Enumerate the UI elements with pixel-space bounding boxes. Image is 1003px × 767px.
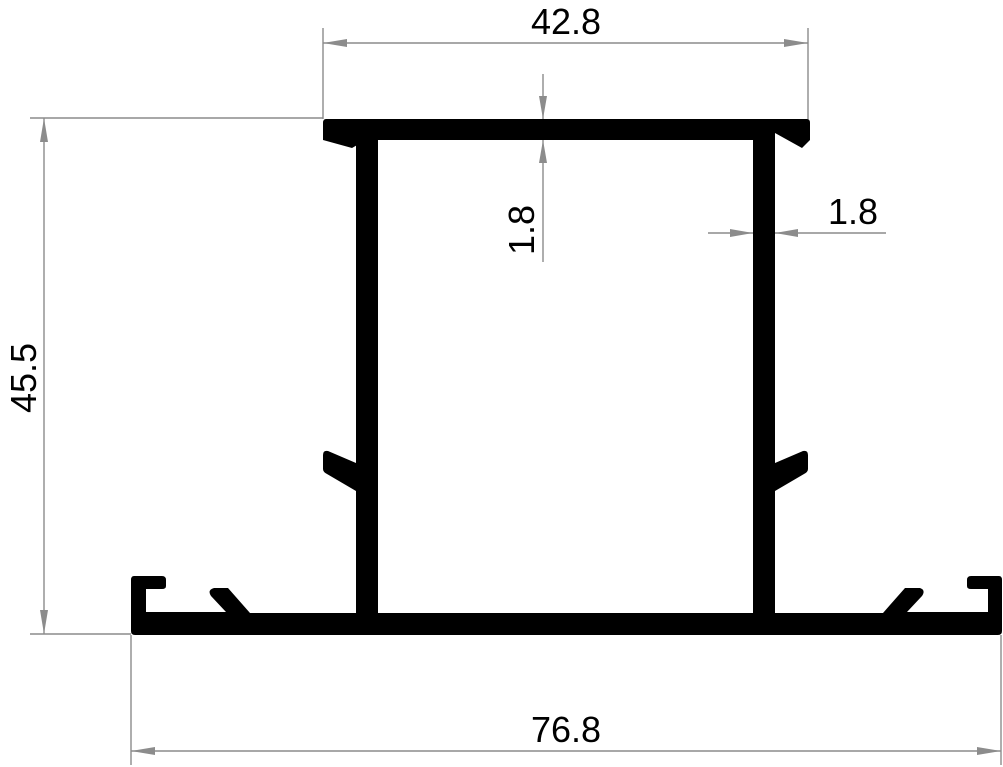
top-flange — [323, 119, 810, 148]
right-barb — [775, 450, 808, 491]
dimension-top-wall-thickness: 1.8 — [501, 74, 547, 262]
dimension-side-wall-thickness: 1.8 — [708, 191, 886, 237]
extrusion-profile — [131, 119, 1002, 635]
overall-width-label: 76.8 — [531, 709, 601, 750]
dimension-overall-height: 45.5 — [3, 117, 323, 635]
top-wall-thickness-label: 1.8 — [501, 205, 542, 255]
base-plate — [131, 576, 1002, 635]
left-barb — [323, 450, 356, 491]
side-wall-thickness-label: 1.8 — [828, 191, 878, 232]
dimension-top-width: 42.8 — [322, 1, 809, 119]
overall-height-label: 45.5 — [3, 343, 44, 413]
dimension-overall-width: 76.8 — [130, 635, 1002, 765]
right-wall — [753, 133, 775, 615]
left-wall — [356, 133, 378, 615]
top-width-label: 42.8 — [531, 1, 601, 42]
